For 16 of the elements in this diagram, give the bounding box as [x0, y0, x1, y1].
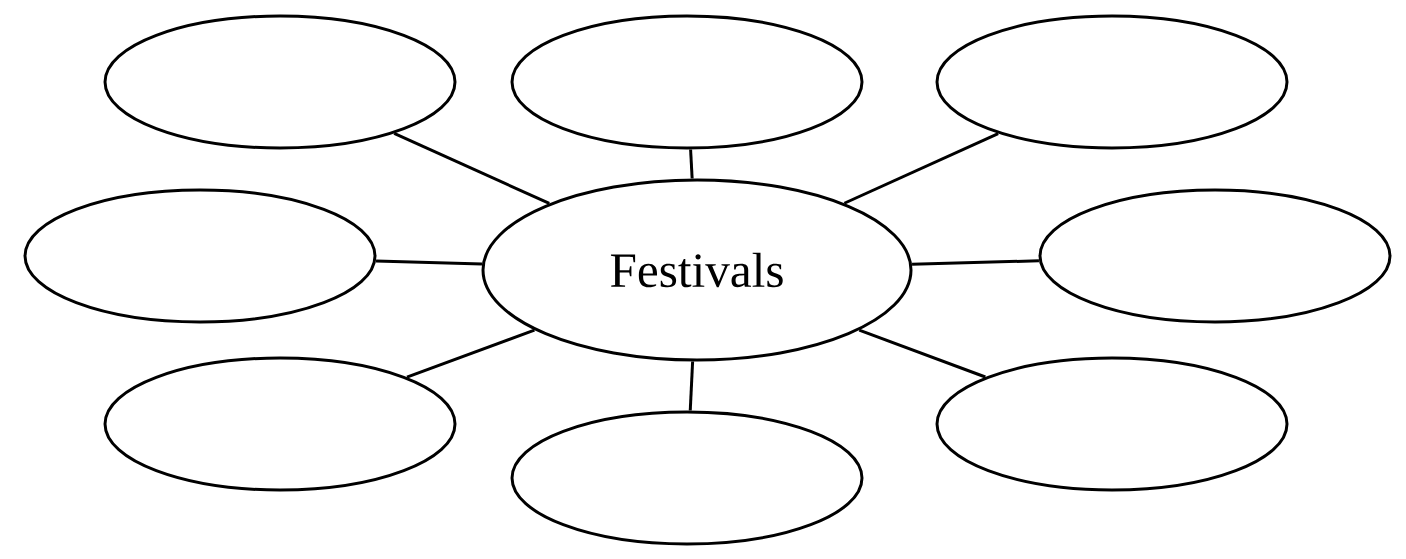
- connector-line: [843, 132, 999, 205]
- connector-line: [912, 259, 1039, 266]
- connector-line: [858, 328, 986, 379]
- connector-line: [688, 361, 695, 411]
- empty-ellipse: [103, 14, 457, 150]
- empty-ellipse: [935, 14, 1289, 150]
- empty-ellipse: [510, 14, 864, 150]
- connector-line: [375, 259, 483, 266]
- empty-ellipse: [23, 188, 377, 324]
- empty-ellipse: [103, 356, 457, 492]
- connector-line: [689, 149, 694, 179]
- empty-ellipse: [510, 410, 864, 546]
- connector-line: [406, 328, 535, 379]
- empty-ellipse: [935, 356, 1289, 492]
- empty-ellipse: [1038, 188, 1392, 324]
- connector-line: [393, 132, 550, 205]
